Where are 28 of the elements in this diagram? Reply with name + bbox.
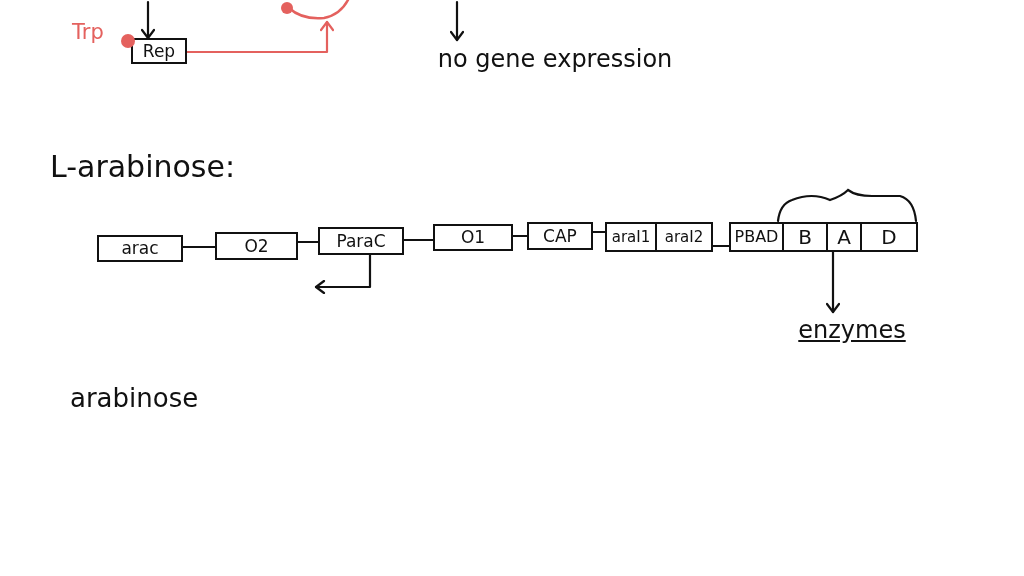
section-heading: L-arabinose:	[50, 150, 236, 185]
outcome-text: no gene expression	[424, 40, 686, 78]
promoter-box: ParaC	[318, 227, 404, 255]
connector-line	[402, 238, 435, 242]
product-text: enzymes	[798, 312, 906, 348]
connector-line	[711, 244, 731, 248]
gene-box: B	[782, 222, 828, 252]
gene-box: A	[826, 222, 862, 252]
connector-line	[591, 230, 607, 234]
arrow	[140, 0, 156, 40]
partial-circle-shape	[280, 0, 350, 22]
gene-box: arac	[97, 235, 183, 262]
binding-site-box: araI2	[655, 222, 713, 252]
connector-line	[296, 240, 320, 244]
operator-box: O1	[433, 224, 513, 251]
connector-line	[181, 245, 217, 249]
connector-line	[511, 234, 529, 238]
operator-box: O2	[215, 232, 298, 260]
note-text: arabinose	[70, 384, 199, 414]
binding-site-box: araI1	[605, 222, 657, 252]
arrow	[185, 20, 335, 54]
arrow	[449, 0, 465, 42]
gene-box: D	[860, 222, 918, 252]
arrow	[314, 253, 372, 295]
molecule-label: Trp	[72, 20, 104, 45]
binding-site-box: CAP	[527, 222, 593, 250]
promoter-box: PBAD	[729, 222, 784, 252]
arrow	[825, 250, 841, 314]
